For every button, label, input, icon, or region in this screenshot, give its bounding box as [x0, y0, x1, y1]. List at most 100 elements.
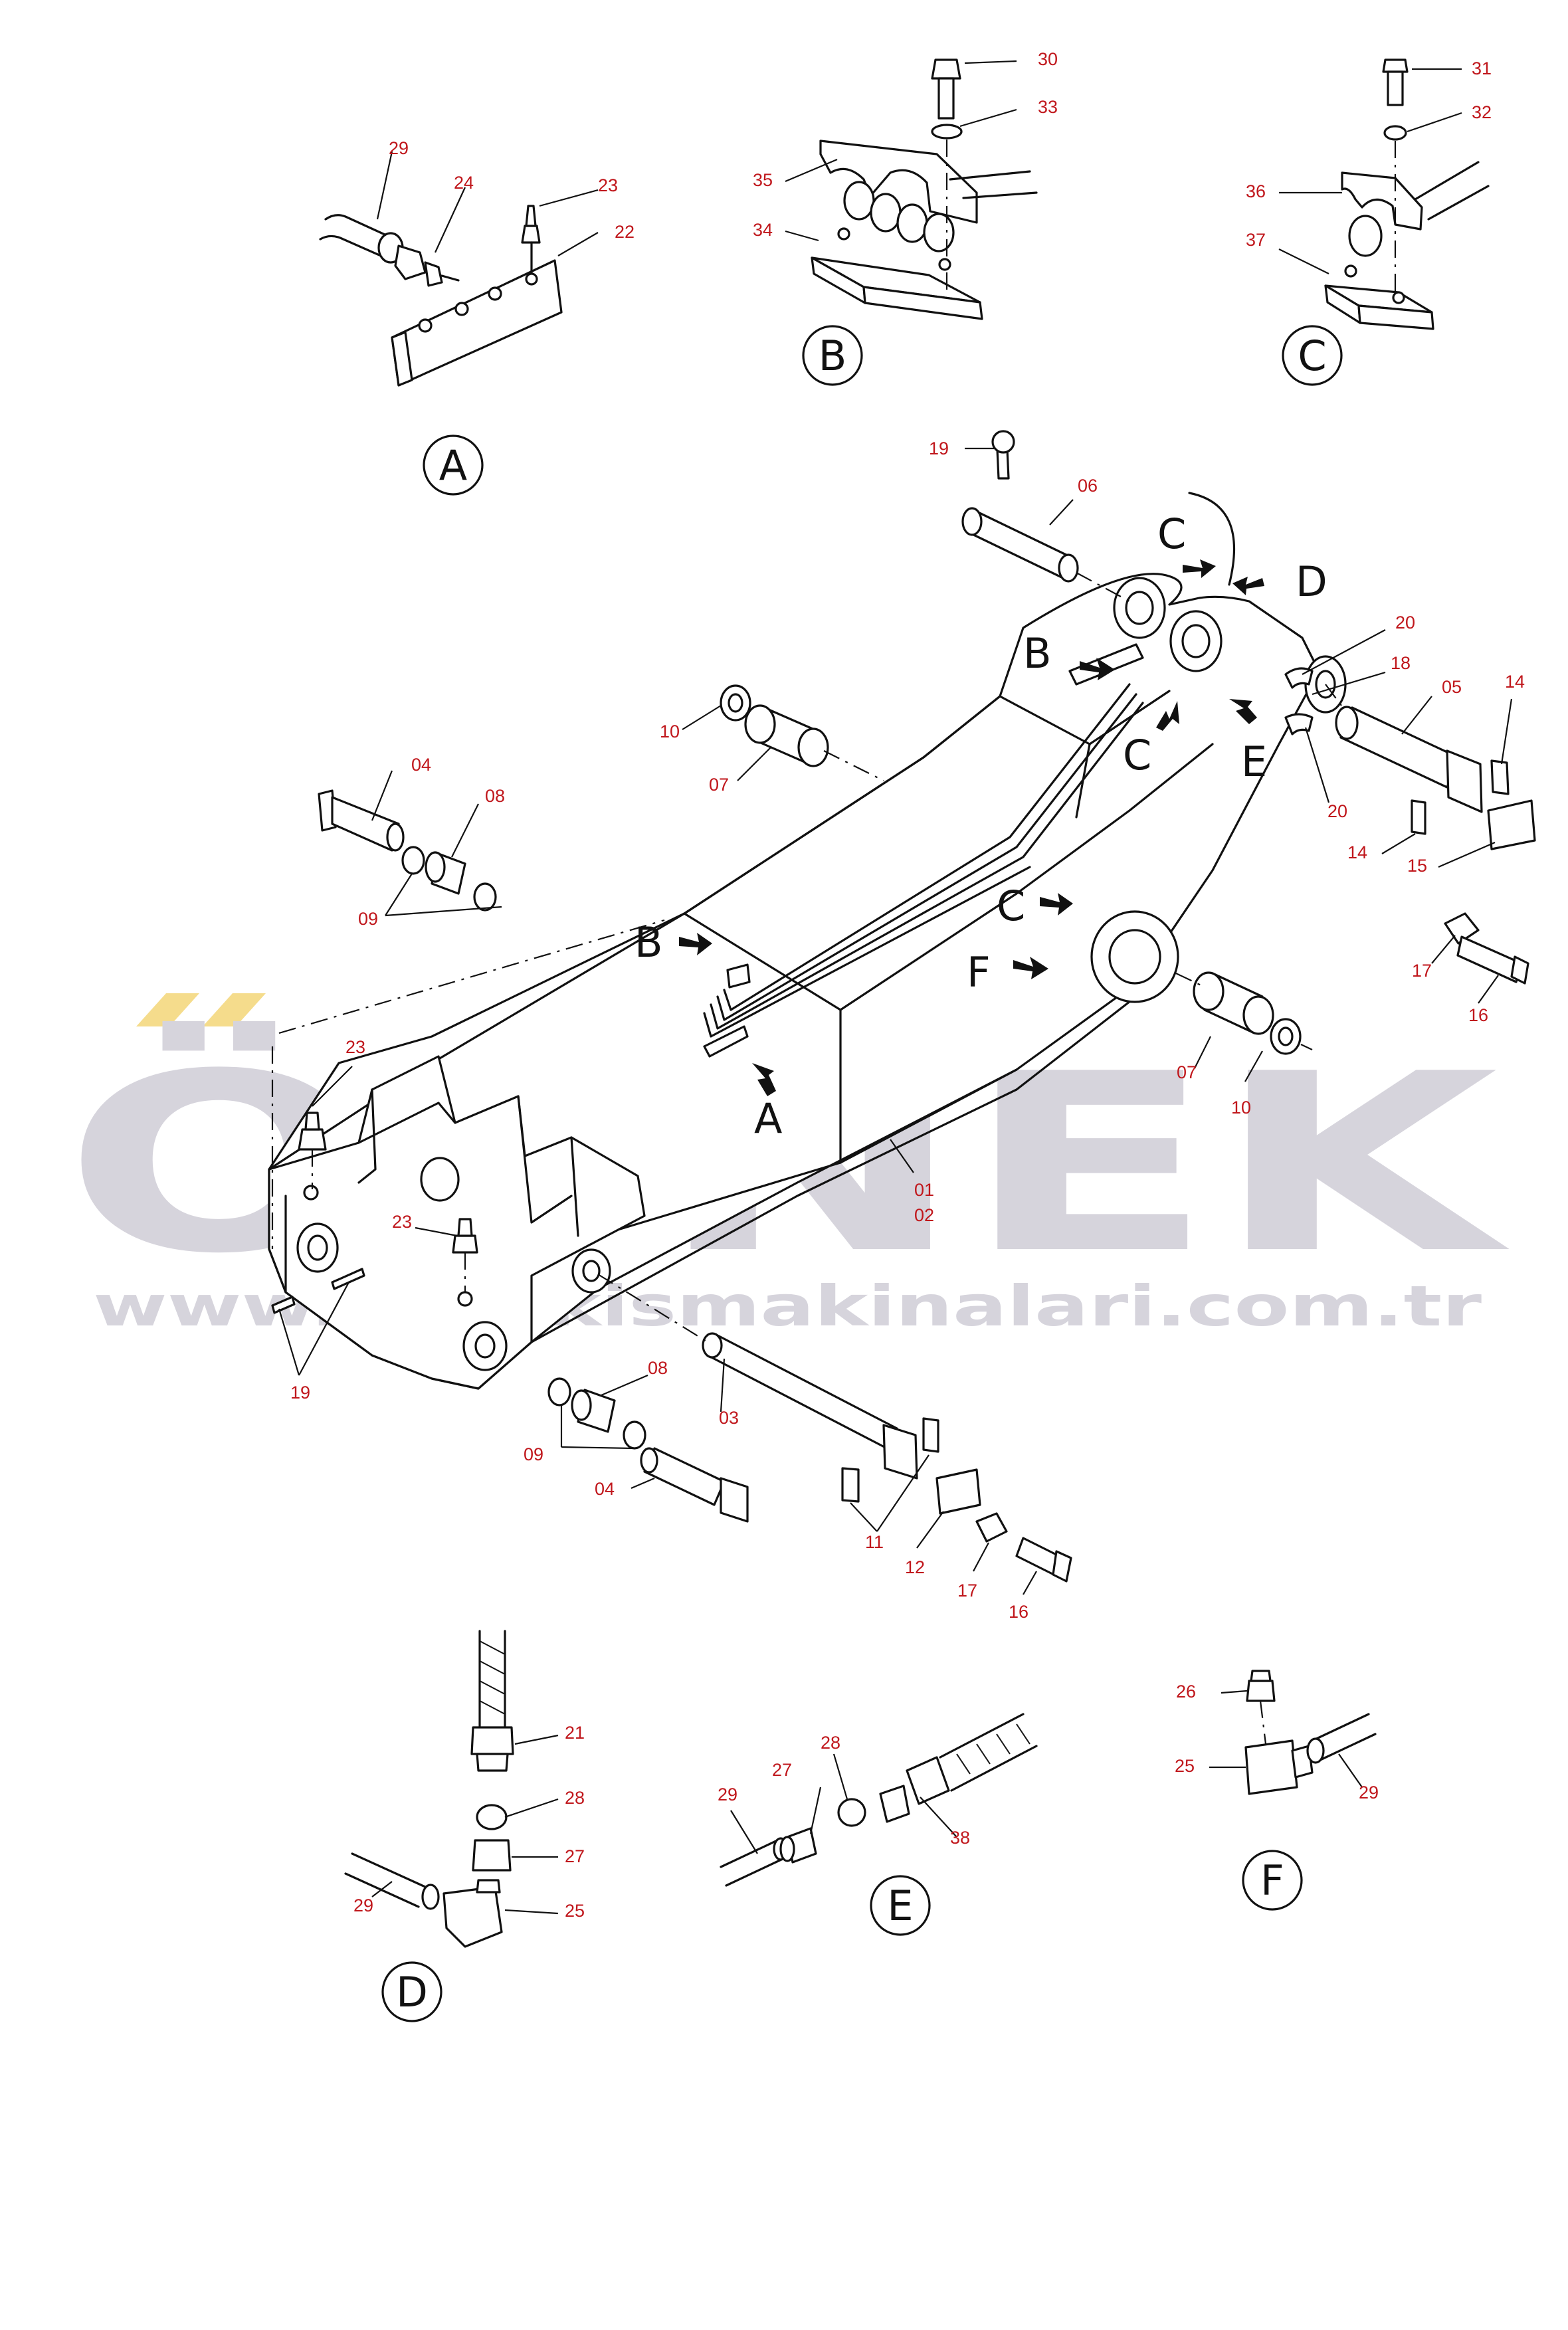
- detail-e-label: E: [887, 1882, 913, 1930]
- detail-b: B: [785, 58, 1038, 386]
- grease-fittings-23: [298, 1112, 478, 1292]
- callout-23-mid: 23: [392, 1212, 412, 1232]
- callout-08-upper: 08: [485, 786, 505, 806]
- callout-29-e: 29: [718, 1785, 737, 1804]
- detail-a-label: A: [439, 441, 467, 490]
- callout-36: 36: [1246, 181, 1266, 201]
- lock-plate-14-15: [1411, 759, 1536, 985]
- view-arrow-a: A: [754, 1094, 782, 1143]
- callout-27-d: 27: [565, 1846, 585, 1866]
- callout-04-upper: 04: [411, 755, 431, 775]
- callout-38: 38: [950, 1828, 970, 1848]
- detail-f: F: [1209, 1670, 1377, 1911]
- callout-23: 23: [598, 175, 618, 195]
- view-arrow-b1: B: [1023, 629, 1052, 678]
- callout-07-front: 07: [1177, 1062, 1197, 1082]
- detail-b-label-circle: [802, 325, 863, 386]
- view-arrow-f: F: [967, 948, 991, 997]
- callout-34: 34: [753, 220, 773, 240]
- callout-37: 37: [1246, 230, 1266, 250]
- pin-06: [961, 507, 1130, 602]
- callout-17-lower: 17: [957, 1581, 977, 1601]
- callout-12: 12: [905, 1557, 925, 1577]
- callout-08-lower: 08: [648, 1358, 668, 1378]
- callout-03: 03: [719, 1408, 739, 1428]
- main-leaders: [278, 447, 1513, 1595]
- callout-20-lower: 20: [1327, 801, 1347, 821]
- callout-14-left: 14: [1347, 842, 1367, 862]
- lock-plate-11-12: [841, 1417, 1072, 1583]
- callout-26: 26: [1176, 1682, 1196, 1701]
- view-arrow-b2: B: [635, 918, 663, 967]
- detail-f-label-circle: [1242, 1850, 1303, 1911]
- hose-arc: [1188, 492, 1235, 586]
- clip-18-20: [1284, 667, 1314, 735]
- callout-33: 33: [1038, 97, 1058, 117]
- callout-16-lower: 16: [1009, 1602, 1029, 1622]
- callout-24: 24: [454, 173, 474, 193]
- callout-19-bottom: 19: [290, 1383, 310, 1403]
- callout-06: 06: [1078, 476, 1098, 496]
- view-arrow-c2: C: [1123, 731, 1151, 779]
- callout-28-d: 28: [565, 1788, 585, 1808]
- callout-11: 11: [865, 1532, 884, 1552]
- callout-01: 01: [914, 1180, 934, 1200]
- watermark-accent-right: [203, 993, 266, 1026]
- callout-09-upper: 09: [358, 909, 378, 929]
- callout-05: 05: [1442, 677, 1462, 697]
- detail-d-label: D: [396, 1968, 428, 2016]
- detail-a-label-circle: [423, 435, 484, 496]
- callout-22: 22: [615, 222, 635, 242]
- callout-25-f: 25: [1175, 1756, 1195, 1776]
- bushing-07-top: [720, 684, 884, 781]
- detail-f-label: F: [1260, 1856, 1284, 1905]
- boom-assembly: [268, 573, 1347, 1390]
- detail-c: C: [1278, 58, 1490, 386]
- callout-15: 15: [1407, 856, 1427, 876]
- bushing-07-front: [1175, 971, 1313, 1055]
- view-arrow-c3: C: [997, 882, 1025, 930]
- callout-09-lower: 09: [524, 1444, 543, 1464]
- callout-30: 30: [1038, 49, 1058, 69]
- pin-05: [1325, 684, 1483, 813]
- detail-e: E: [720, 1713, 1038, 1936]
- detail-a: A: [319, 151, 599, 496]
- callout-31: 31: [1472, 58, 1492, 78]
- callout-07-top: 07: [709, 775, 729, 795]
- callout-29: 29: [389, 138, 409, 158]
- callout-14-right: 14: [1505, 672, 1525, 692]
- watermark-accent-left: [136, 993, 199, 1026]
- pin-04-lower: [547, 1377, 749, 1523]
- callout-29-d: 29: [353, 1895, 373, 1915]
- pin-03: [597, 1274, 918, 1480]
- callout-23-left: 23: [345, 1037, 365, 1057]
- callout-04-lower: 04: [595, 1479, 615, 1499]
- callout-28-e: 28: [821, 1733, 840, 1753]
- callout-27-e: 27: [772, 1760, 792, 1780]
- callout-32: 32: [1472, 102, 1492, 122]
- callout-21: 21: [565, 1723, 585, 1743]
- callout-10-top: 10: [660, 722, 680, 741]
- callout-18: 18: [1391, 653, 1411, 673]
- callout-35: 35: [753, 170, 773, 190]
- bolts-19: [271, 430, 1015, 1314]
- callout-17-right: 17: [1412, 961, 1432, 981]
- callout-25-d: 25: [565, 1901, 585, 1921]
- callout-10-front: 10: [1231, 1098, 1251, 1117]
- detail-d-label-circle: [381, 1961, 442, 2022]
- detail-c-label-circle: [1282, 325, 1343, 386]
- view-arrow-e: E: [1241, 737, 1267, 786]
- view-arrows: C D B C E C F B A: [635, 510, 1327, 1143]
- view-arrow-d: D: [1296, 557, 1327, 606]
- callout-19-top: 19: [929, 438, 949, 458]
- callout-16-right: 16: [1468, 1005, 1488, 1025]
- callout-20-upper: 20: [1395, 613, 1415, 632]
- detail-b-label: B: [819, 332, 847, 380]
- detail-c-label: C: [1298, 332, 1326, 380]
- pin-04-upper: [271, 789, 665, 1249]
- detail-e-label-circle: [870, 1875, 931, 1936]
- callout-29-f: 29: [1359, 1783, 1379, 1802]
- callouts: 29 24 23 22 30 33 35 34 31 32 36 37 19 0…: [290, 49, 1525, 1921]
- view-arrow-c1: C: [1157, 510, 1186, 558]
